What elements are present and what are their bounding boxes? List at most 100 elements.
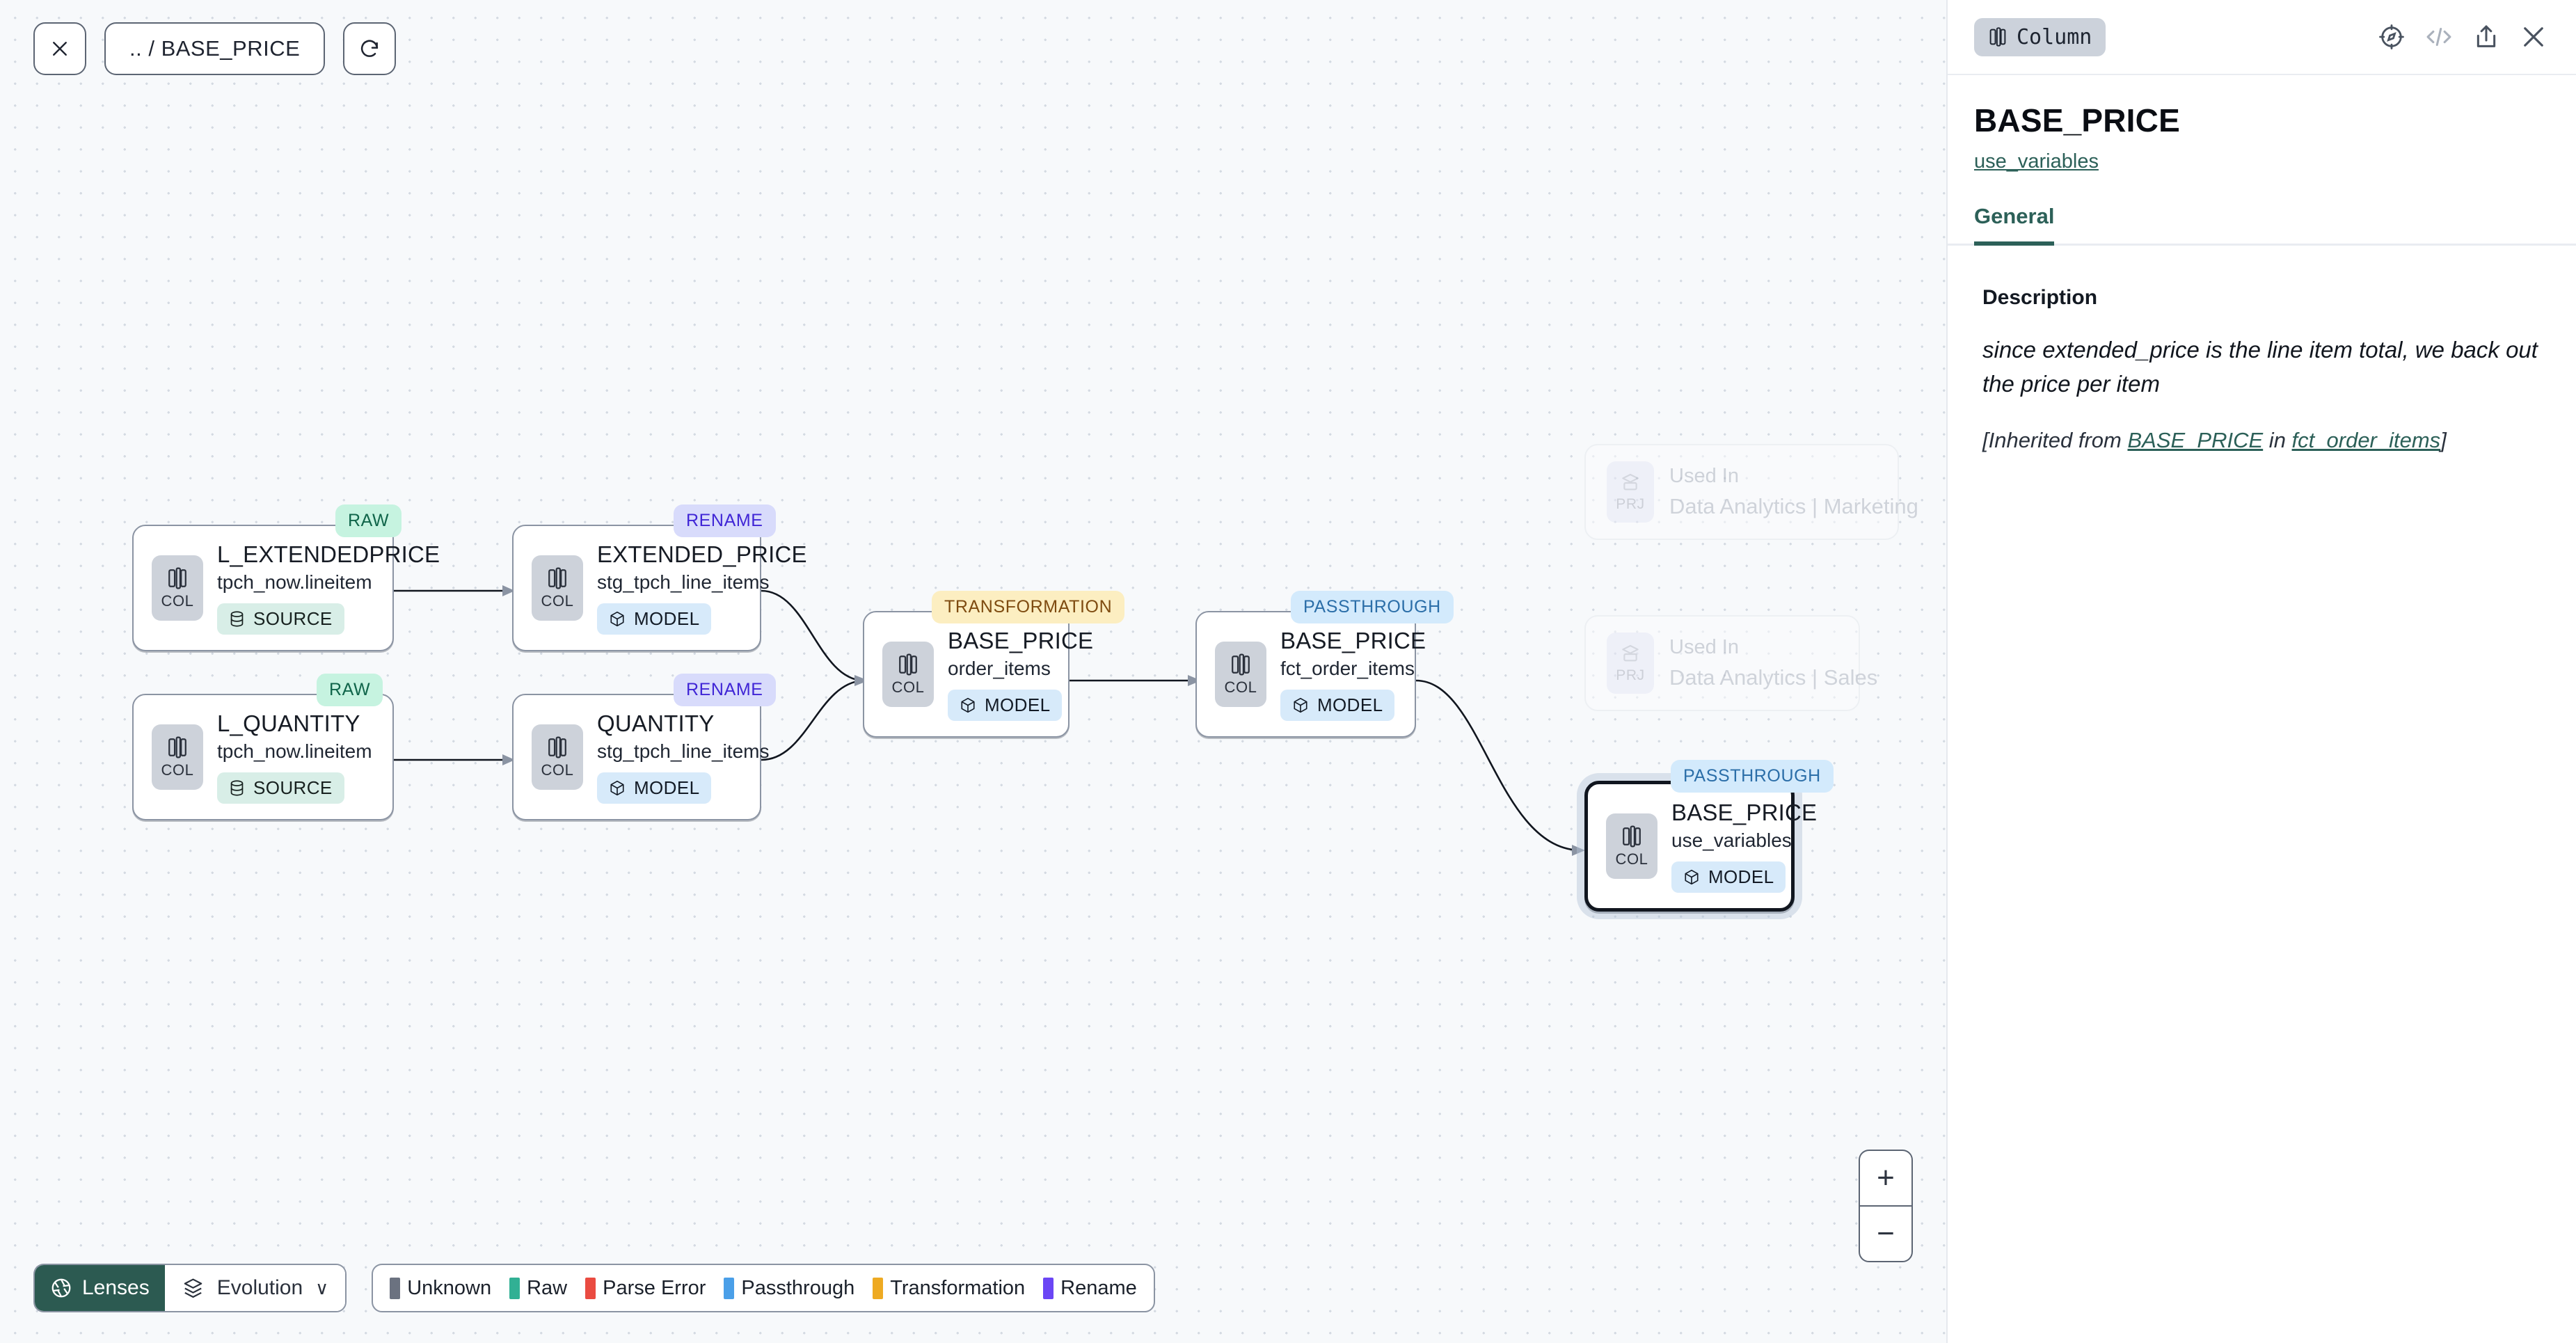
close-button[interactable]	[33, 22, 86, 75]
legend-label: Unknown	[407, 1276, 492, 1299]
node-kind-col: COL	[152, 724, 203, 790]
used-in-name: Data Analytics | Marketing	[1669, 494, 1918, 518]
node-pill-model: MODEL	[1671, 861, 1786, 893]
node-base-price-order-items[interactable]: COL BASE_PRICE order_items MODEL	[863, 611, 1093, 738]
legend-swatch-passthrough	[724, 1277, 735, 1299]
used-in-node-sales[interactable]: PRJ Used In Data Analytics | Sales	[1584, 615, 1877, 711]
used-kind-prj: PRJ	[1607, 461, 1654, 523]
pill-label: MODEL	[634, 777, 700, 798]
inherited-model-link[interactable]: fct_order_items	[2291, 427, 2441, 452]
node-subtitle: tpch_now.lineitem	[217, 740, 372, 762]
inherited-suffix: ]	[2440, 427, 2447, 452]
pill-label: SOURCE	[253, 608, 333, 629]
used-kind-label: PRJ	[1616, 667, 1645, 683]
node-kind-col: COL	[532, 724, 583, 790]
zoom-divider	[1860, 1205, 1911, 1207]
close-icon[interactable]	[2518, 21, 2550, 53]
node-kind-label: COL	[161, 761, 194, 779]
lineage-canvas[interactable]: .. / BASE_PRICE RAW COL L_EXTENDEDPRICE …	[0, 0, 1946, 1343]
node-body: QUANTITY stg_tpch_line_items MODEL	[597, 695, 769, 819]
node-kind-label: COL	[1224, 678, 1257, 696]
used-kind-label: PRJ	[1616, 495, 1645, 512]
tab-general[interactable]: General	[1974, 204, 2055, 246]
cube-icon	[1294, 697, 1307, 713]
legend-item[interactable]: Parse Error	[585, 1277, 706, 1300]
used-in-body: Used In Data Analytics | Marketing	[1669, 445, 1918, 539]
lenses-label: Lenses	[82, 1276, 150, 1299]
node-kind-label: COL	[541, 761, 574, 779]
cube-icon	[961, 697, 975, 713]
project-icon	[1622, 644, 1639, 661]
node-base-price-fct-order-items[interactable]: COL BASE_PRICE fct_order_items MODEL	[1195, 611, 1426, 738]
database-icon	[230, 611, 244, 627]
node-kind-label: COL	[891, 678, 925, 696]
inherited-prefix: [Inherited from	[1982, 427, 2128, 452]
node-l-quantity[interactable]: COL L_QUANTITY tpch_now.lineitem SOURCE	[132, 694, 394, 820]
legend-item[interactable]: Transformation	[873, 1277, 1025, 1300]
panel-body: Description since extended_price is the …	[1948, 246, 2576, 455]
node-kind-col: COL	[882, 642, 934, 707]
legend-item[interactable]: Rename	[1043, 1277, 1137, 1300]
refresh-button[interactable]	[343, 22, 397, 75]
pill-label: MODEL	[634, 608, 700, 629]
legend-item[interactable]: Passthrough	[724, 1277, 854, 1300]
panel-title-block: BASE_PRICE use_variables	[1948, 75, 2576, 173]
inherited-column-link[interactable]: BASE_PRICE	[2127, 427, 2264, 452]
canvas-toolbar: .. / BASE_PRICE	[33, 22, 397, 75]
panel-tabs: General	[1948, 204, 2576, 246]
share-icon[interactable]	[2470, 21, 2502, 53]
legend-item[interactable]: Raw	[509, 1277, 567, 1300]
used-in-node-marketing[interactable]: PRJ Used In Data Analytics | Marketing	[1584, 444, 1918, 540]
node-body: BASE_PRICE fct_order_items MODEL	[1280, 612, 1426, 736]
node-title: QUANTITY	[597, 710, 715, 736]
column-icon	[168, 567, 186, 589]
node-extended-price[interactable]: COL EXTENDED_PRICE stg_tpch_line_items M…	[512, 525, 807, 651]
node-base-price-use-variables[interactable]: COL BASE_PRICE use_variables MODEL	[1584, 781, 1817, 912]
panel-header-actions	[2376, 21, 2550, 53]
node-subtitle: stg_tpch_line_items	[597, 740, 770, 762]
used-in-body: Used In Data Analytics | Sales	[1669, 617, 1877, 710]
node-pill-source: SOURCE	[217, 603, 344, 635]
node-l-extendedprice[interactable]: COL L_EXTENDEDPRICE tpch_now.lineitem SO…	[132, 525, 440, 651]
description-label: Description	[1982, 286, 2098, 309]
node-subtitle: tpch_now.lineitem	[217, 571, 372, 593]
node-title: BASE_PRICE	[1671, 800, 1818, 825]
node-badge-transformation: TRANSFORMATION	[932, 591, 1125, 623]
column-icon	[548, 736, 566, 758]
database-icon	[230, 780, 244, 796]
node-quantity[interactable]: COL QUANTITY stg_tpch_line_items MODEL	[512, 694, 769, 820]
node-pill-model: MODEL	[597, 772, 712, 804]
node-kind-label: COL	[1615, 850, 1648, 868]
parent-model-link[interactable]: use_variables	[1974, 150, 2099, 173]
node-kind-label: COL	[541, 591, 574, 610]
zoom-out-button[interactable]: −	[1877, 1216, 1895, 1250]
node-badge-rename: RENAME	[674, 674, 776, 706]
node-kind-label: COL	[161, 591, 194, 610]
node-badge-raw: RAW	[335, 504, 402, 537]
legend-item[interactable]: Unknown	[390, 1277, 491, 1300]
node-body: EXTENDED_PRICE stg_tpch_line_items MODEL	[597, 526, 807, 650]
legend: Unknown Raw Parse Error Passthrough Tran…	[372, 1264, 1155, 1312]
node-title: BASE_PRICE	[948, 628, 1094, 653]
compass-icon[interactable]	[2376, 21, 2408, 53]
panel-header: Column	[1948, 0, 2576, 75]
canvas-bottom-bar: Lenses Evolution ∨ Unknown Raw Parse Err…	[33, 1264, 1155, 1312]
node-body: L_QUANTITY tpch_now.lineitem SOURCE	[217, 695, 372, 819]
chevron-down-icon: ∨	[315, 1277, 329, 1298]
evolution-dropdown[interactable]: Evolution ∨	[164, 1265, 346, 1311]
node-pill-model: MODEL	[1280, 690, 1395, 721]
node-pill-model: MODEL	[597, 603, 712, 635]
used-in-label: Used In	[1669, 465, 1739, 487]
close-icon	[53, 42, 67, 56]
zoom-controls: + −	[1859, 1150, 1913, 1262]
lenses-button[interactable]: Lenses	[35, 1265, 165, 1311]
pill-label: MODEL	[1317, 694, 1383, 715]
zoom-in-button[interactable]: +	[1877, 1161, 1895, 1195]
node-title: L_EXTENDEDPRICE	[217, 541, 440, 567]
pill-label: MODEL	[1708, 866, 1774, 887]
code-icon[interactable]	[2423, 21, 2455, 53]
breadcrumb[interactable]: .. / BASE_PRICE	[104, 22, 326, 75]
node-title: L_QUANTITY	[217, 710, 360, 736]
layers-icon	[184, 1278, 202, 1298]
node-subtitle: stg_tpch_line_items	[597, 571, 770, 593]
